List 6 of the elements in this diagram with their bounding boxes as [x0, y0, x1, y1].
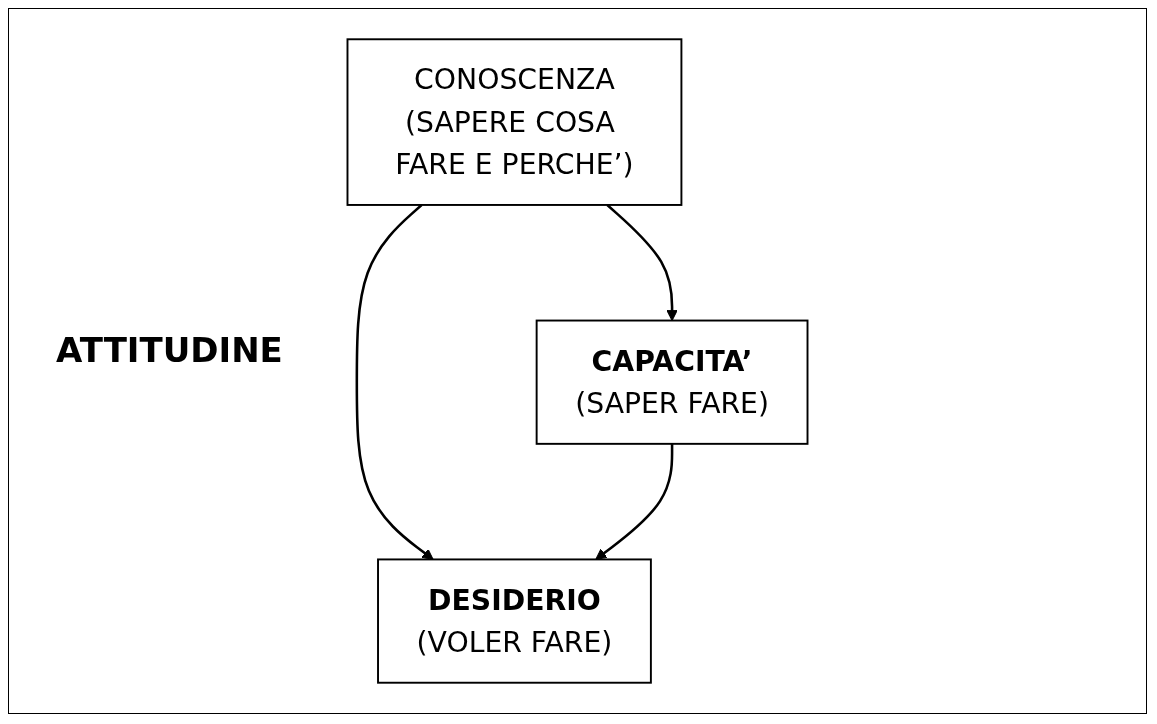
arrow — [595, 443, 674, 560]
node-box — [346, 38, 683, 206]
node-box — [377, 558, 652, 684]
arrow — [355, 204, 434, 560]
arrow — [606, 204, 678, 322]
node-box — [535, 319, 809, 445]
